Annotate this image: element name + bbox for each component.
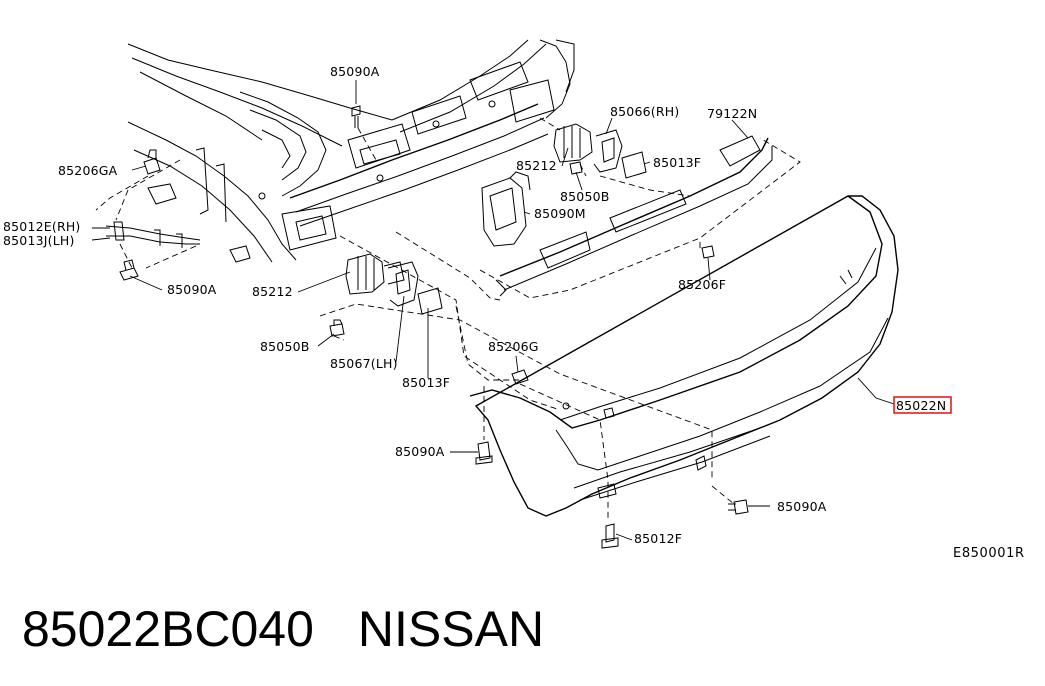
bracket-85067-lh xyxy=(387,261,419,307)
rear-body-structure xyxy=(127,39,575,263)
clip-85050b-left xyxy=(329,319,345,337)
callout-label: 85090A xyxy=(395,444,445,459)
callout-label: 85012F xyxy=(634,531,682,546)
callout-label: 85050B xyxy=(560,189,610,204)
callout-label: 85013J(LH) xyxy=(3,233,75,248)
bracket-85212-left xyxy=(345,253,405,295)
rivet-85012f xyxy=(601,523,619,549)
screw-85090a-top xyxy=(351,105,361,128)
callout-labels: 85090A 85066(RH) 79122N 85206GA 85212 85… xyxy=(3,64,1025,561)
callout-label: 85066(RH) xyxy=(610,104,679,119)
assembly-dashed-lines xyxy=(95,117,801,520)
screw-85090a-bottom-right xyxy=(728,499,749,515)
screw-85090a-left xyxy=(119,259,139,281)
callout-label: 85090A xyxy=(167,282,217,297)
highlighted-callout-label: 85022N xyxy=(896,398,946,413)
callout-label: 85206G xyxy=(488,339,539,354)
callout-label: 85090M xyxy=(534,206,586,221)
bracket-85066-rh xyxy=(593,129,623,173)
clip-85050b-right xyxy=(569,161,583,175)
highlight-box xyxy=(893,396,952,414)
callout-label: 85013F xyxy=(653,155,701,170)
bracket-85212-right xyxy=(553,123,593,163)
rear-bumper-fascia-85022n xyxy=(469,195,899,517)
pad-85013f-left xyxy=(417,287,443,315)
callout-label: 85013F xyxy=(402,375,450,390)
bracket-85090m xyxy=(481,171,531,247)
drawing-code: E850001R xyxy=(953,546,1025,561)
clip-85206g xyxy=(511,369,529,385)
callout-label: 85067(LH) xyxy=(330,356,398,371)
clip-85206ga xyxy=(143,149,161,175)
callout-label: 85090A xyxy=(330,64,380,79)
part-number: 85022BC040 xyxy=(22,601,314,657)
brand-name: NISSAN xyxy=(357,601,545,657)
callout-label: 79122N xyxy=(707,106,757,121)
exploded-parts-diagram: 85090A 85066(RH) 79122N 85206GA 85212 85… xyxy=(3,39,1025,561)
pad-85013f-right xyxy=(621,151,647,179)
callout-label: 85090A xyxy=(777,499,827,514)
callout-label: 85206GA xyxy=(58,163,118,178)
screw-85090a-bottom-left xyxy=(475,441,493,465)
clip-85206f xyxy=(701,245,715,259)
callout-label: 85212 xyxy=(516,158,557,173)
callout-label: 85012E(RH) xyxy=(3,219,81,234)
callout-label: 85050B xyxy=(260,339,310,354)
leader-lines xyxy=(91,80,895,541)
callout-label: 85212 xyxy=(252,284,293,299)
part-caption: 85022BC040 NISSAN xyxy=(22,596,544,666)
bracket-85012e-85013j xyxy=(105,221,201,248)
callout-label: 85206F xyxy=(678,277,726,292)
